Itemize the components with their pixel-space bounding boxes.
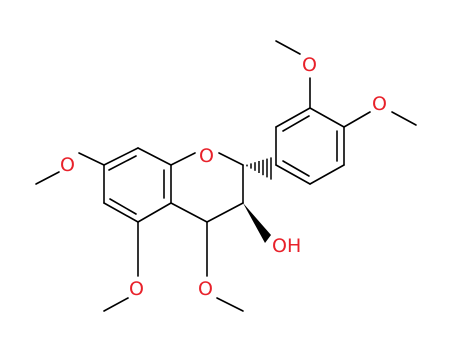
atom-o-4: O xyxy=(198,278,213,300)
atom-o-ring: O xyxy=(199,145,214,167)
bond-c8-c7-double xyxy=(108,155,137,171)
bond-o3p-me xyxy=(275,40,301,55)
bond-o5-me xyxy=(103,297,129,312)
bond-c6p-c1p-double xyxy=(282,160,310,177)
bond-c6-c5 xyxy=(103,202,139,223)
atom-o-5: O xyxy=(129,278,144,300)
wedge-bond-c3-oh xyxy=(243,203,271,243)
bond-c6p-c1p xyxy=(275,164,311,185)
atom-o-7: O xyxy=(60,154,75,176)
atom-o-3prime: O xyxy=(302,54,317,76)
bond-o1-c2 xyxy=(218,152,244,166)
hashed-bond-c2-aryl xyxy=(246,157,272,180)
bond-o4p-me xyxy=(391,111,417,126)
ring-a xyxy=(103,147,172,223)
atom-oh-3: OH xyxy=(272,235,301,257)
bond-o7-me xyxy=(35,171,60,185)
bond-c8-c7 xyxy=(103,147,139,166)
ring-b xyxy=(275,107,345,185)
bond-c4p-o4p xyxy=(343,111,371,128)
bond-c2p-c3p xyxy=(275,107,311,128)
atom-o-4prime: O xyxy=(372,93,387,115)
bond-c5p-c6p xyxy=(309,164,345,185)
bond-c3p-c4p xyxy=(309,107,345,128)
bond-o4-me xyxy=(216,297,244,312)
bond-c8a-c8 xyxy=(137,147,172,166)
bond-c6-c5-double xyxy=(109,198,137,215)
bond-c8a-o1 xyxy=(170,152,196,166)
bond-c2p-c3p-double xyxy=(282,115,310,132)
bond-c3-c4 xyxy=(206,202,244,223)
bond-c7-o7 xyxy=(78,152,105,166)
bond-c4-c4a xyxy=(170,202,208,223)
bond-c5-c4a xyxy=(137,202,172,223)
ring-c xyxy=(170,152,244,223)
methoxy-bonds xyxy=(35,40,417,312)
